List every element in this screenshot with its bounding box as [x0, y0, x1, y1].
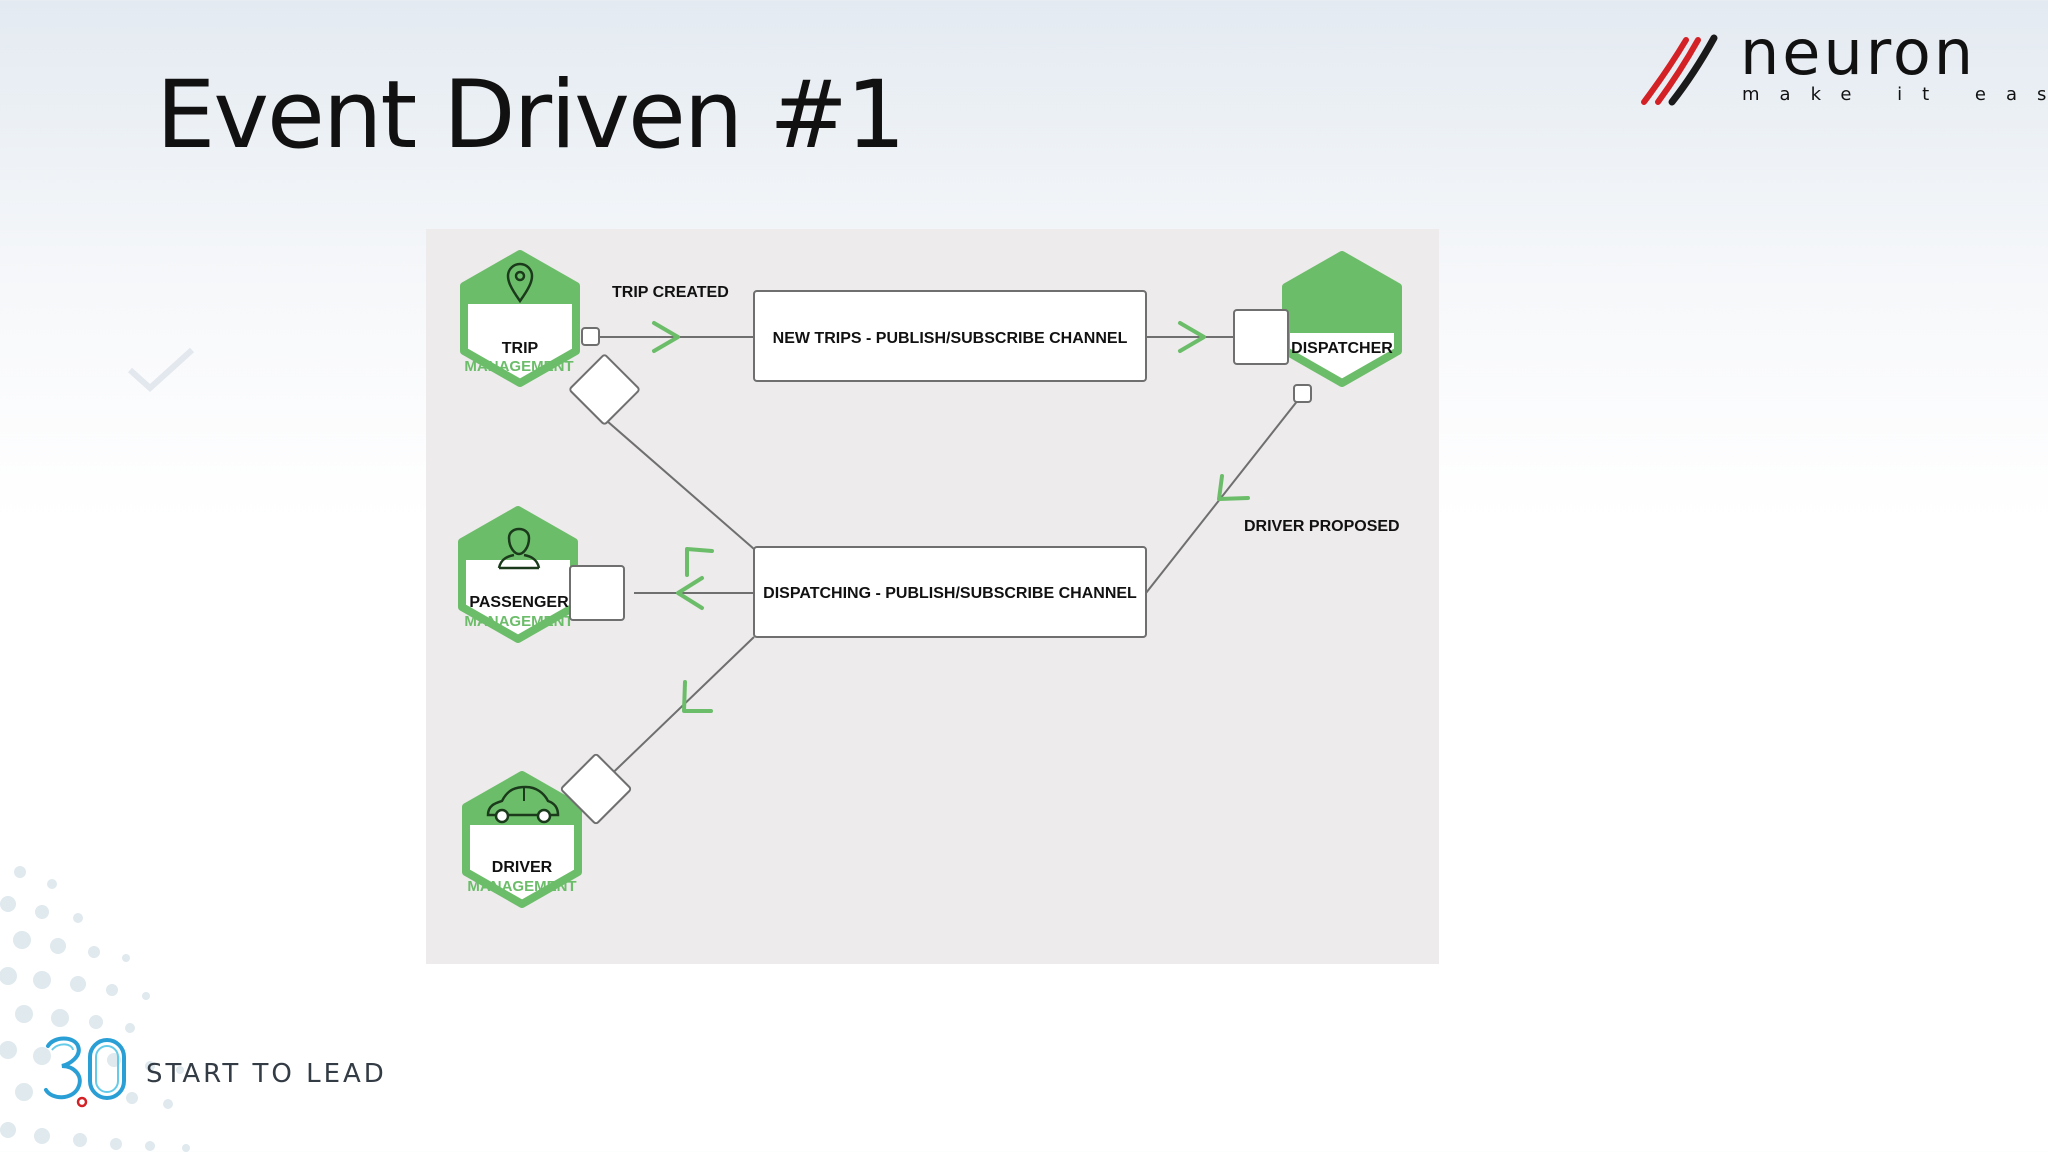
dispatching-channel: DISPATCHING - PUBLISH/SUBSCRIBE CHANNEL	[753, 546, 1147, 638]
dispatcher-subscribe-port	[1233, 309, 1289, 365]
driver-subscribe-port	[560, 753, 632, 825]
dispatcher-publish-port	[1293, 384, 1312, 403]
passenger-arrow-icon	[676, 576, 704, 610]
logo-tagline: make it easy	[1742, 84, 2048, 105]
person-icon	[497, 527, 541, 570]
dispatcher-label: DISPATCHER	[1291, 340, 1393, 357]
passenger-label-sub: MANAGEMENT	[464, 613, 573, 630]
trip-label: TRIP	[502, 340, 539, 357]
trip-publish-port	[581, 327, 600, 346]
three-zero-icon	[44, 1036, 126, 1108]
event-diagram: TRIP MANAGEMENT PASSENGER MANAGEMENT	[426, 229, 1439, 964]
start-to-lead-logo	[40, 1030, 136, 1115]
logo-name: neuron	[1740, 16, 1977, 89]
passenger-management-service: PASSENGER MANAGEMENT	[458, 506, 578, 643]
driver-management-service: DRIVER MANAGEMENT	[462, 771, 582, 908]
decorative-dots	[0, 866, 190, 1152]
trip-label-sub: MANAGEMENT	[464, 358, 573, 375]
passenger-label: PASSENGER	[469, 594, 569, 611]
new-trips-arrow-icon	[1178, 321, 1206, 353]
passenger-subscribe-port	[569, 565, 625, 621]
trip-arrow-icon	[685, 547, 714, 577]
trip-management-service: TRIP MANAGEMENT	[460, 250, 580, 387]
diagram-canvas: TRIP MANAGEMENT PASSENGER MANAGEMENT	[458, 250, 1402, 908]
new-trips-channel: NEW TRIPS - PUBLISH/SUBSCRIBE CHANNEL	[753, 290, 1147, 382]
logo-swoosh-icon	[1641, 34, 1718, 106]
slide-title: Event Driven #1	[156, 61, 906, 170]
footer-slogan: START TO LEAD	[146, 1059, 387, 1089]
car-icon	[486, 785, 560, 824]
new-trips-channel-label: NEW TRIPS - PUBLISH/SUBSCRIBE CHANNEL	[773, 330, 1128, 347]
location-pin-icon	[506, 262, 534, 304]
trip-created-label: TRIP CREATED	[612, 284, 729, 301]
driver-proposed-label: DRIVER PROPOSED	[1244, 518, 1400, 535]
driver-arrow-icon	[682, 680, 713, 713]
driver-label: DRIVER	[492, 859, 553, 876]
driver-proposed-arrow-icon	[1217, 474, 1250, 501]
dispatching-channel-label: DISPATCHING - PUBLISH/SUBSCRIBE CHANNEL	[763, 585, 1137, 602]
trip-created-arrow-icon	[652, 321, 680, 353]
faint-check-icon	[127, 347, 195, 393]
trip-subscribe-port	[569, 354, 640, 425]
driver-label-sub: MANAGEMENT	[467, 878, 576, 895]
neuron-logo: neuron make it easy	[1640, 16, 2048, 110]
dispatcher-service: DISPATCHER	[1282, 251, 1402, 387]
